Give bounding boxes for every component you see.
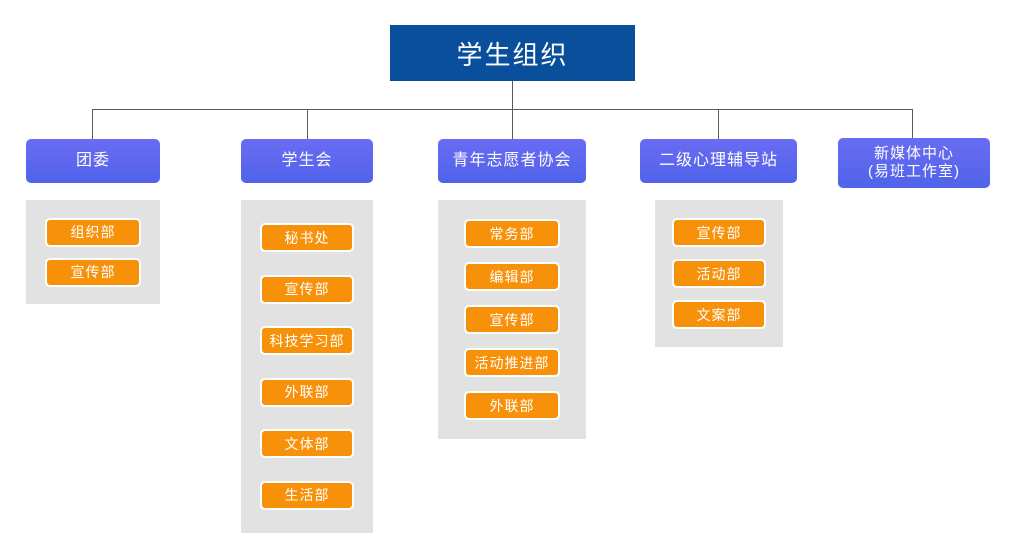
- leaf-panel-tuanwei: 组织部 宣传部: [26, 200, 160, 304]
- leaf-item[interactable]: 活动推进部: [464, 348, 560, 377]
- leaf-panel-qingnianzhiyuanzhe: 常务部 编辑部 宣传部 活动推进部 外联部: [438, 200, 586, 439]
- branch-node-xinmeiti-line1: 新媒体中心: [873, 144, 954, 162]
- branch-column-tuanwei: 团委 组织部 宣传部: [26, 139, 160, 304]
- leaf-item[interactable]: 宣传部: [45, 257, 141, 287]
- connector-drop-5: [912, 109, 913, 138]
- connector-horizontal-bus: [92, 109, 912, 110]
- connector-drop-3: [512, 109, 513, 139]
- leaf-item[interactable]: 外联部: [464, 391, 560, 420]
- branch-node-tuanwei[interactable]: 团委: [26, 139, 160, 183]
- leaf-item[interactable]: 生活部: [260, 480, 354, 510]
- leaf-item[interactable]: 常务部: [464, 219, 560, 248]
- leaf-item[interactable]: 文体部: [260, 429, 354, 459]
- root-node-student-organization[interactable]: 学生组织: [390, 25, 635, 81]
- branch-node-qingnianzhiyuanzhe[interactable]: 青年志愿者协会: [438, 139, 586, 183]
- leaf-item[interactable]: 活动部: [672, 259, 766, 288]
- branch-column-erjixinli: 二级心理辅导站 宣传部 活动部 文案部: [640, 139, 797, 347]
- connector-drop-1: [92, 109, 93, 139]
- leaf-panel-erjixinli: 宣传部 活动部 文案部: [655, 200, 783, 347]
- branch-node-erjixinli[interactable]: 二级心理辅导站: [640, 139, 797, 183]
- leaf-item[interactable]: 编辑部: [464, 262, 560, 291]
- leaf-item[interactable]: 组织部: [45, 217, 141, 247]
- leaf-item[interactable]: 宣传部: [672, 218, 766, 247]
- connector-root-stem: [512, 81, 513, 109]
- connector-drop-2: [307, 109, 308, 139]
- branch-column-xueshenghui: 学生会 秘书处 宣传部 科技学习部 外联部 文体部 生活部: [241, 139, 373, 533]
- leaf-item[interactable]: 宣传部: [260, 274, 354, 304]
- branch-node-xueshenghui[interactable]: 学生会: [241, 139, 373, 183]
- branch-column-qingnianzhiyuanzhe: 青年志愿者协会 常务部 编辑部 宣传部 活动推进部 外联部: [438, 139, 586, 439]
- leaf-item[interactable]: 宣传部: [464, 305, 560, 334]
- leaf-item[interactable]: 文案部: [672, 300, 766, 329]
- leaf-item[interactable]: 科技学习部: [260, 326, 354, 356]
- leaf-item[interactable]: 外联部: [260, 377, 354, 407]
- branch-node-xinmeiti[interactable]: 新媒体中心 (易班工作室): [838, 138, 990, 188]
- branch-column-xinmeiti: 新媒体中心 (易班工作室): [838, 138, 990, 188]
- branch-node-xinmeiti-line2: (易班工作室): [868, 163, 960, 180]
- leaf-panel-xueshenghui: 秘书处 宣传部 科技学习部 外联部 文体部 生活部: [241, 200, 373, 533]
- leaf-item[interactable]: 秘书处: [260, 223, 354, 253]
- connector-drop-4: [718, 109, 719, 139]
